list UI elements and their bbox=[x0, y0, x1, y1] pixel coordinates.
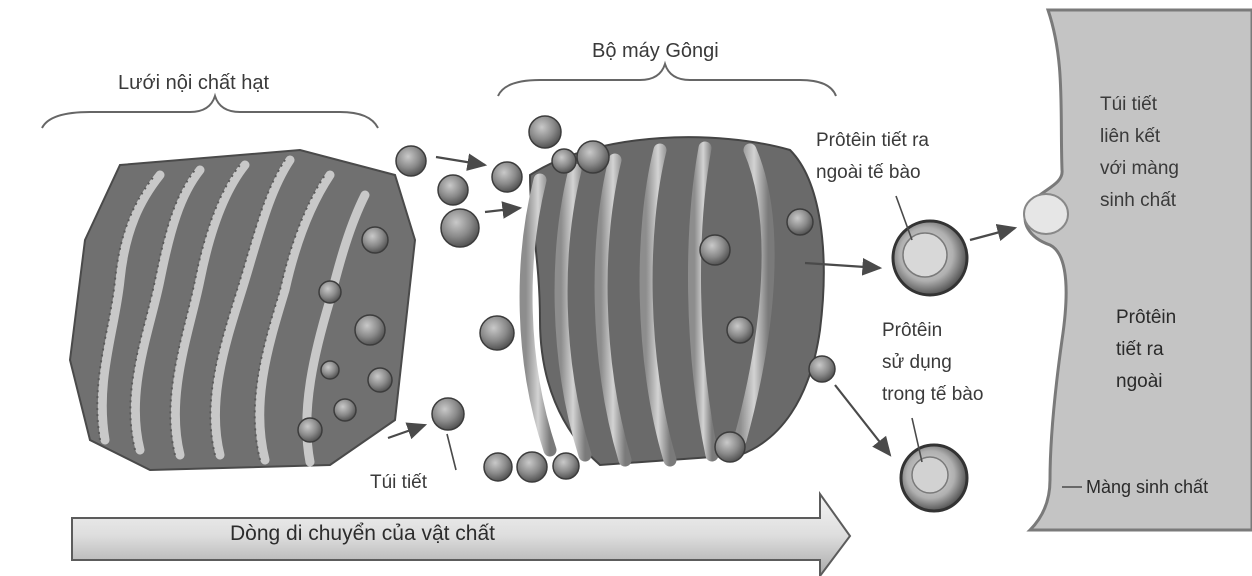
label-flow: Dòng di chuyển của vật chất bbox=[230, 522, 495, 546]
label-outside-line2: tiết ra bbox=[1116, 337, 1164, 363]
label-secreted-protein-line2: ngoài tế bào bbox=[816, 160, 921, 186]
label-rough-er: Lưới nội chất hạt bbox=[118, 70, 269, 96]
label-vesicle: Túi tiết bbox=[370, 470, 427, 496]
secretory-vesicle-export bbox=[893, 221, 967, 295]
label-fusion-line2: liên kết bbox=[1100, 124, 1160, 150]
label-used-protein-line2: sử dụng bbox=[882, 350, 952, 376]
label-plasma-membrane: Màng sinh chất bbox=[1086, 474, 1208, 500]
label-fusion-line1: Túi tiết bbox=[1100, 92, 1157, 118]
label-outside-line3: ngoài bbox=[1116, 369, 1163, 395]
label-golgi: Bộ máy Gôngi bbox=[592, 38, 719, 64]
rough-er-bracket bbox=[42, 96, 378, 128]
golgi-apparatus bbox=[526, 137, 824, 465]
label-fusion-line3: với màng bbox=[1100, 156, 1179, 182]
label-used-protein-line3: trong tế bào bbox=[882, 382, 983, 408]
plasma-membrane-region bbox=[1025, 10, 1252, 530]
golgi-bracket bbox=[498, 64, 836, 96]
label-outside-line1: Prôtêin bbox=[1116, 305, 1176, 331]
label-used-protein-line1: Prôtêin bbox=[882, 318, 942, 344]
label-fusion-line4: sinh chất bbox=[1100, 188, 1176, 214]
secretory-vesicle-internal bbox=[901, 445, 967, 511]
label-secreted-protein-line1: Prôtêin tiết ra bbox=[816, 128, 929, 154]
rough-er bbox=[70, 150, 415, 470]
fused-vesicle bbox=[1024, 194, 1068, 234]
